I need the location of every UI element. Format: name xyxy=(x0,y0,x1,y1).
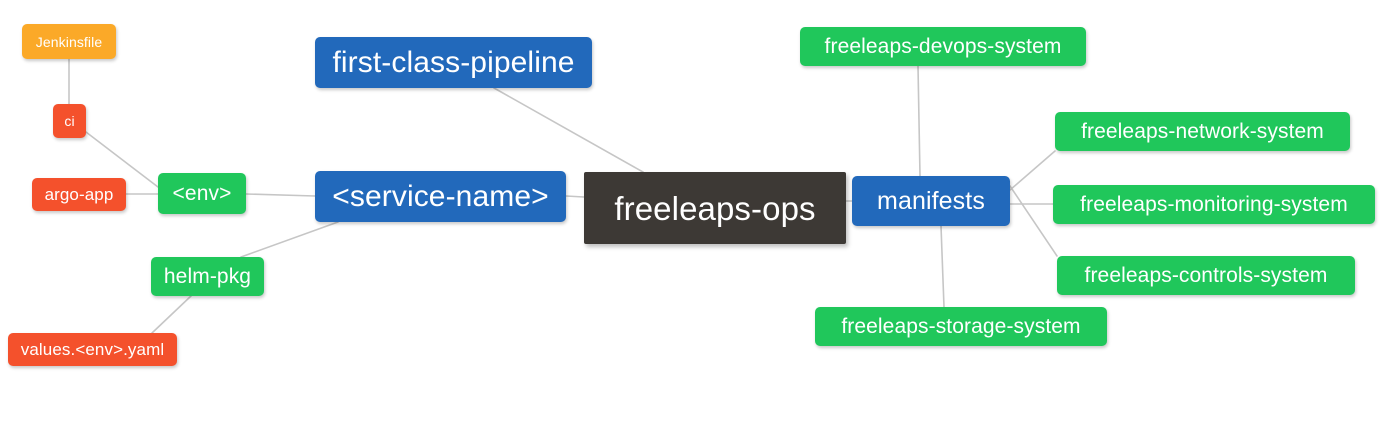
edge-env-to-service-name xyxy=(245,193,316,197)
node-label: freeleaps-devops-system xyxy=(824,35,1062,58)
mindmap-node-env[interactable]: <env> xyxy=(158,173,246,214)
edge-manifests-to-freeleaps-network-system xyxy=(1009,150,1056,191)
node-label: <service-name> xyxy=(332,179,549,213)
node-label: freeleaps-storage-system xyxy=(841,315,1081,338)
node-label: freeleaps-controls-system xyxy=(1084,264,1328,287)
mindmap-node-ci[interactable]: ci xyxy=(53,104,86,138)
mindmap-node-service-name[interactable]: <service-name> xyxy=(315,171,566,222)
mindmap-node-argo-app[interactable]: argo-app xyxy=(32,178,126,211)
edge-first-class-pipeline-to-freeleaps-ops xyxy=(493,87,644,173)
mindmap-node-jenkinsfile[interactable]: Jenkinsfile xyxy=(22,24,116,59)
node-label: manifests xyxy=(877,186,985,215)
edge-helm-pkg-to-service-name xyxy=(240,221,339,258)
node-label: ci xyxy=(64,113,75,129)
mindmap-node-manifests[interactable]: manifests xyxy=(852,176,1010,226)
node-label: first-class-pipeline xyxy=(332,45,575,79)
node-label: values.<env>.yaml xyxy=(20,340,165,359)
mindmap-node-freeleaps-ops[interactable]: freeleaps-ops xyxy=(584,172,846,244)
edge-manifests-to-freeleaps-controls-system xyxy=(1009,185,1058,257)
node-label: freeleaps-monitoring-system xyxy=(1080,193,1348,216)
node-label: <env> xyxy=(172,182,232,205)
node-label: freeleaps-network-system xyxy=(1081,120,1324,143)
edge-manifests-to-freeleaps-storage-system xyxy=(940,225,945,308)
mindmap-node-freeleaps-controls-system[interactable]: freeleaps-controls-system xyxy=(1057,256,1355,295)
mindmap-node-helm-pkg[interactable]: helm-pkg xyxy=(151,257,264,296)
mindmap-node-first-class-pipeline[interactable]: first-class-pipeline xyxy=(315,37,592,88)
mindmap-node-freeleaps-devops-system[interactable]: freeleaps-devops-system xyxy=(800,27,1086,66)
node-label: Jenkinsfile xyxy=(35,33,103,50)
edge-values-yaml-to-helm-pkg xyxy=(151,295,192,334)
node-label: freeleaps-ops xyxy=(614,189,816,227)
node-label: argo-app xyxy=(44,185,114,204)
node-label: helm-pkg xyxy=(163,265,252,288)
edge-manifests-to-freeleaps-devops-system xyxy=(917,65,921,177)
mindmap-node-freeleaps-monitoring-system[interactable]: freeleaps-monitoring-system xyxy=(1053,185,1375,224)
edge-service-name-to-freeleaps-ops xyxy=(565,195,585,198)
mindmap-node-values-yaml[interactable]: values.<env>.yaml xyxy=(8,333,177,366)
mindmap-node-freeleaps-network-system[interactable]: freeleaps-network-system xyxy=(1055,112,1350,151)
mindmap-node-freeleaps-storage-system[interactable]: freeleaps-storage-system xyxy=(815,307,1107,346)
